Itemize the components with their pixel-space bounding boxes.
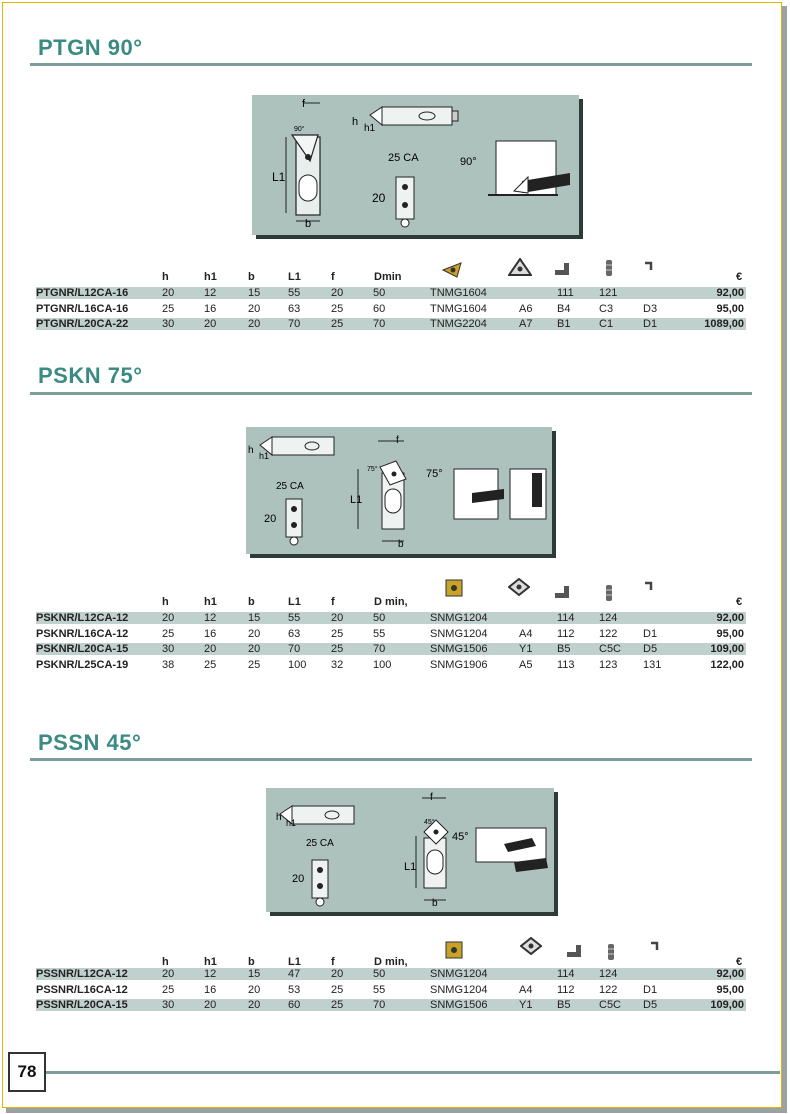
key-icon	[645, 261, 653, 270]
col-f: f	[331, 956, 335, 968]
col-b: b	[248, 596, 255, 608]
pssn-dim-h: h	[276, 812, 282, 823]
page-shadow-bottom	[6, 1108, 787, 1113]
col-h1: h1	[204, 956, 217, 968]
pssn-dim-b: b	[432, 898, 438, 909]
section-rule	[30, 392, 752, 395]
page-shadow-right	[782, 6, 787, 1112]
pskn-dim-f: f	[396, 435, 399, 446]
col-dmin: Dmin	[374, 271, 402, 283]
footer-rule	[46, 1071, 780, 1074]
key-icon	[651, 941, 659, 950]
col-h: h	[162, 956, 169, 968]
col-f: f	[331, 596, 335, 608]
ptgn-dim-h1: h1	[364, 123, 376, 134]
insert-icon	[441, 262, 462, 278]
col-price: €	[736, 596, 743, 608]
screw-icon	[606, 585, 612, 601]
table-row: PSSNR/L12CA-12 20 12 15 47 20 50 SNMG120…	[36, 968, 746, 980]
pssn-model: 25 CA	[306, 838, 334, 849]
ptgn-dim-angle: 90°	[294, 125, 305, 133]
seat-icon	[508, 258, 532, 276]
ptgn-diagram: L1 f 90° b h h1 25 CA 20 90°	[252, 95, 579, 235]
pssn-dim-h1: h1	[286, 818, 296, 828]
seat-icon	[520, 937, 542, 955]
pskn-dim-20: 20	[264, 513, 276, 525]
insert-icon	[445, 941, 463, 959]
pskn-dim-h1: h1	[259, 451, 269, 461]
pskn-dim-angle: 75°	[367, 465, 378, 473]
pssn-diagram: h h1 25 CA 20 L1 f 45° b 45°	[266, 788, 554, 912]
table-row: PTGNR/L16CA-16 25 16 20 63 25 60 TNMG160…	[36, 303, 744, 315]
table-row: PSKNR/L20CA-15 30 20 20 70 25 70 SNMG150…	[36, 643, 746, 655]
section-title-ptgn: PTGN 90°	[38, 35, 143, 60]
section-title-pssn: PSSN 45°	[38, 730, 142, 755]
col-h1: h1	[204, 271, 217, 283]
table-row: PSKNR/L25CA-19 38 25 25 100 32 100 SNMG1…	[36, 659, 744, 671]
table-row: PTGNR/L20CA-22 30 20 20 70 25 70 TNMG220…	[36, 318, 746, 330]
pskn-dim-L1: L1	[350, 494, 362, 506]
col-f: f	[331, 271, 335, 283]
table-row: PTGNR/L12CA-16 20 12 15 55 20 50 TNMG160…	[36, 287, 746, 299]
page-number: 78	[8, 1052, 46, 1092]
col-L1: L1	[288, 271, 301, 283]
pssn-dim-20: 20	[292, 873, 304, 885]
pskn-diagram: h h1 25 CA 20 L1 f 75° b 75°	[246, 427, 552, 554]
col-b: b	[248, 271, 255, 283]
pskn-dim-b: b	[398, 539, 404, 550]
seat-icon	[508, 578, 530, 596]
ptgn-model: 25 CA	[388, 152, 419, 164]
insert-icon	[445, 579, 463, 597]
col-h: h	[162, 596, 169, 608]
ptgn-dim-f: f	[302, 98, 306, 110]
col-b: b	[248, 956, 255, 968]
col-price: €	[736, 956, 743, 968]
ptgn-dim-h: h	[352, 116, 358, 128]
table-row: PSKNR/L16CA-12 25 16 20 63 25 55 SNMG120…	[36, 628, 744, 640]
screw-icon	[608, 944, 614, 960]
pskn-dim-h: h	[248, 445, 254, 456]
col-price: €	[736, 271, 743, 283]
section-rule	[30, 758, 752, 761]
table-row: PSKNR/L12CA-12 20 12 15 55 20 50 SNMG120…	[36, 612, 746, 624]
col-L1: L1	[288, 596, 301, 608]
key-icon	[645, 581, 653, 590]
pskn-big-angle: 75°	[426, 468, 443, 480]
screw-icon	[606, 260, 612, 276]
clamp-icon	[555, 586, 569, 598]
table-row: PSSNR/L20CA-15 30 20 20 60 25 70 SNMG150…	[36, 999, 746, 1011]
table-row: PSSNR/L16CA-12 25 16 20 53 25 55 SNMG120…	[36, 984, 744, 996]
ptgn-dim-L1: L1	[272, 170, 286, 184]
col-dmin: D min,	[374, 596, 408, 608]
col-h: h	[162, 271, 169, 283]
clamp-icon	[567, 945, 581, 957]
clamp-icon	[555, 263, 569, 275]
pskn-model: 25 CA	[276, 481, 304, 492]
ptgn-dim-20: 20	[372, 191, 386, 205]
col-dmin: D min,	[374, 956, 408, 968]
ptgn-dim-b: b	[305, 218, 311, 230]
col-L1: L1	[288, 956, 301, 968]
section-rule	[30, 63, 752, 66]
pssn-dim-f: f	[430, 792, 433, 803]
pssn-big-angle: 45°	[452, 831, 469, 843]
col-h1: h1	[204, 596, 217, 608]
pssn-dim-angle: 45°	[424, 818, 435, 826]
ptgn-big-angle: 90°	[460, 156, 477, 168]
pssn-dim-L1: L1	[404, 861, 416, 873]
section-title-pskn: PSKN 75°	[38, 363, 143, 388]
